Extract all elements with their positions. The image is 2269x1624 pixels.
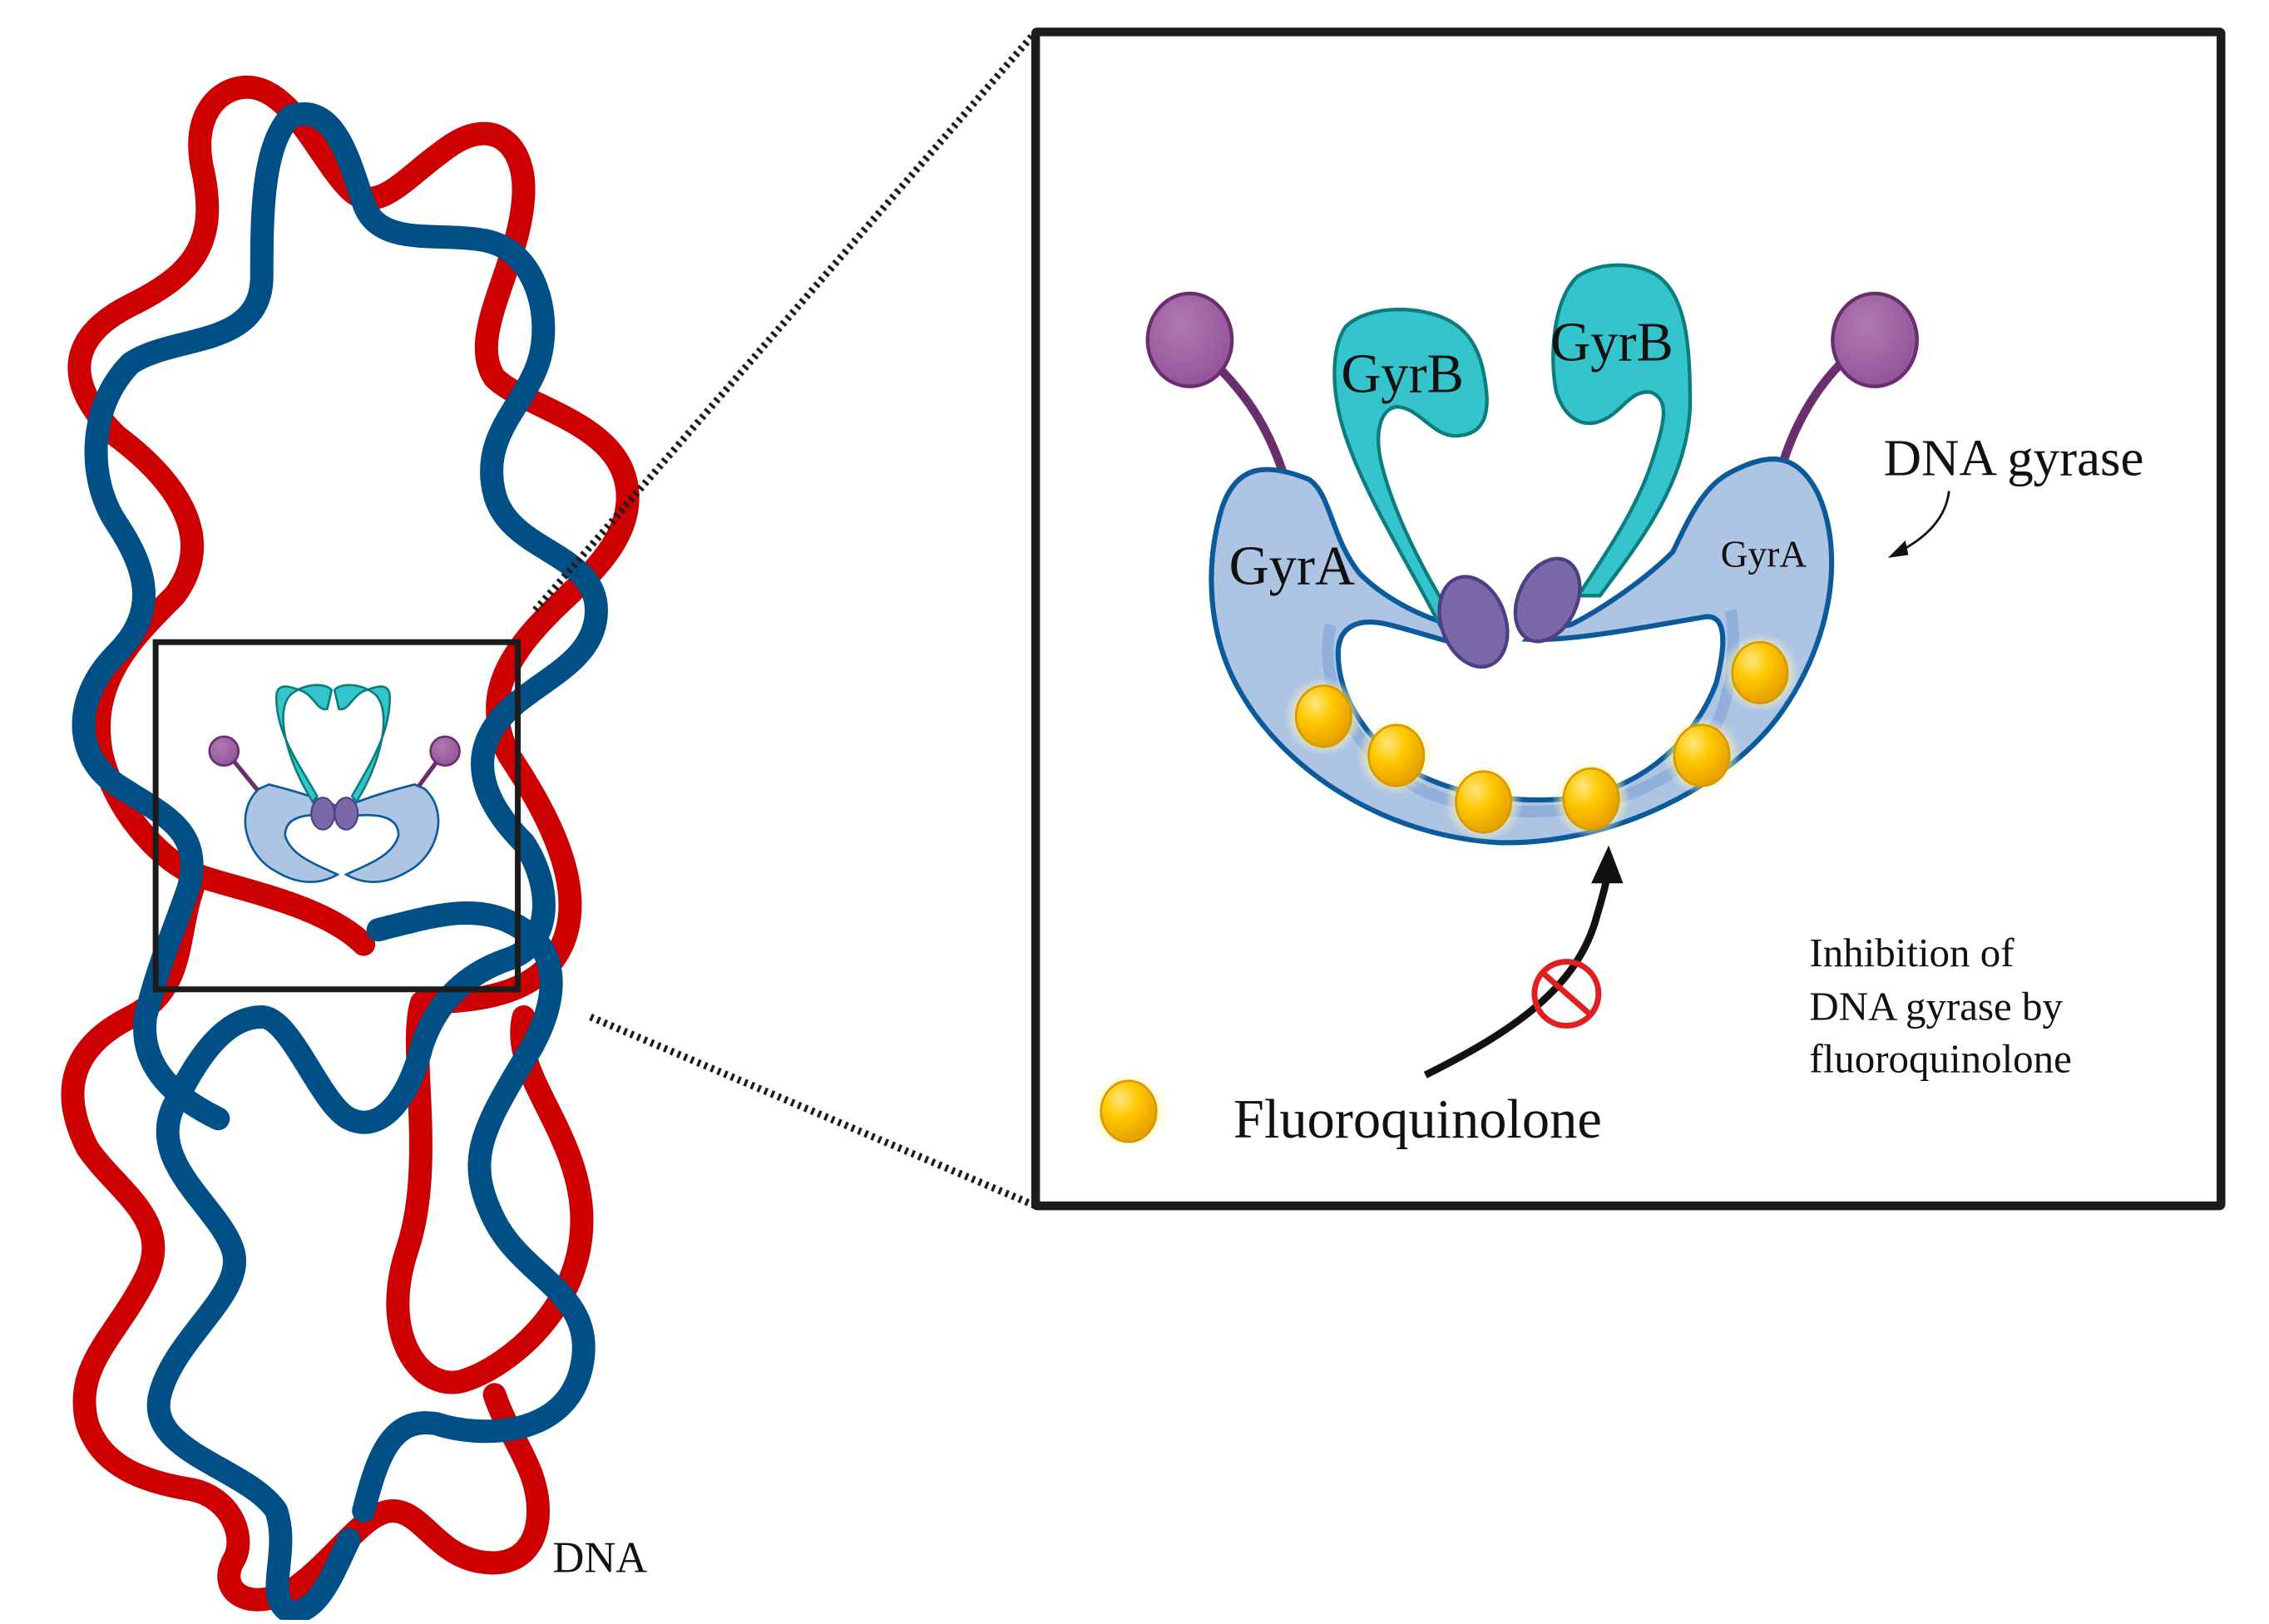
fluoroquinolone-molecule [1367, 723, 1426, 787]
zoom-connector-top [532, 29, 1039, 613]
dna-gyrase-label: DNA gyrase [1884, 428, 2144, 486]
fluoroquinolone-bound-molecules [1284, 633, 1800, 842]
gyrb-right-label: GyrB [1550, 312, 1673, 373]
zoom-connector-bottom [589, 1013, 1037, 1210]
gyrb-left [1332, 308, 1489, 641]
drug-binding-arrowhead [1591, 845, 1624, 884]
mini-dna-gyrase [208, 684, 461, 883]
fluoroquinolone-molecule [1455, 770, 1513, 834]
inhibition-text-line-1: Inhibition of [1809, 930, 2014, 975]
fluoroquinolone-molecule [1562, 767, 1620, 831]
dna-strand-blue-upper [72, 104, 303, 1131]
purple-domain-left [1145, 291, 1234, 388]
inhibition-text-line-3: fluoroquinolone [1809, 1035, 2071, 1081]
gyrb-node-right [1513, 556, 1582, 644]
gyra-left-label: GyrA [1229, 536, 1355, 596]
purple-domain-right [1831, 291, 1919, 388]
purple-linker-left [1209, 358, 1288, 477]
gyrb-node-left [1437, 575, 1510, 669]
legend: Fluoroquinolone [1089, 1072, 1602, 1151]
arrowhead-icon [1887, 540, 1909, 558]
no-symbol-icon [1531, 959, 1602, 1029]
dna-gyrase-enlarged: GyrB GyrB GyrA GyrA [1145, 263, 1919, 846]
fluoroquinolone-molecule [1731, 640, 1789, 704]
gyrb-left-label: GyrB [1341, 344, 1464, 405]
gyrb-right [1551, 263, 1693, 598]
inhibition-text-line-2: DNA gyrase by [1809, 983, 2063, 1029]
fluoroquinolone-molecule [1673, 723, 1731, 787]
purple-linker-right [1778, 356, 1849, 466]
dna-gyrase-pointer-arrow [1897, 491, 1950, 554]
fluoroquinolone-legend-icon [1100, 1079, 1158, 1143]
gyra-right-label: GyrA [1721, 533, 1807, 575]
inset-region-box [152, 639, 522, 993]
fluoroquinolone-legend-label: Fluoroquinolone [1233, 1089, 1602, 1150]
dna-strand-red-lower [61, 867, 551, 1612]
fluoroquinolone-molecule [1294, 684, 1352, 748]
dna-label: DNA [553, 1533, 648, 1582]
dna-strand-blue-lower [352, 901, 596, 1523]
